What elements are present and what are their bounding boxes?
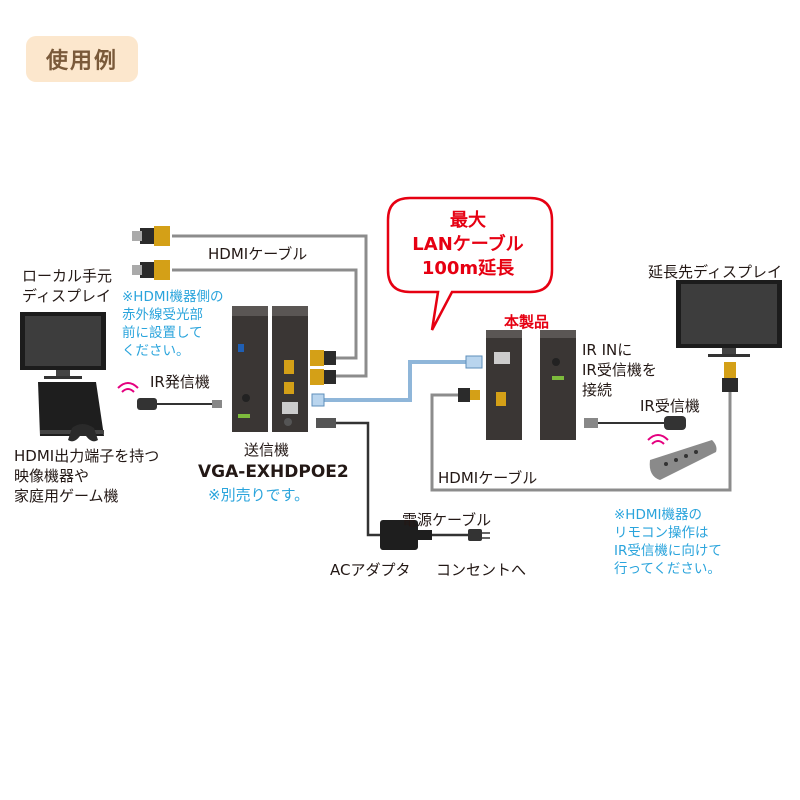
sender-note: ※別売りです。	[208, 486, 310, 504]
hdmi-cable-top-label: HDMIケーブル	[208, 245, 308, 263]
outlet-plug-icon	[468, 529, 490, 541]
source-device-label: HDMI出力端子を持つ 映像機器や 家庭用ゲーム機	[14, 447, 160, 505]
ac-adapter-icon	[380, 520, 432, 550]
this-product-label: 本製品	[504, 313, 550, 331]
power-cable-label: 電源ケーブル	[402, 511, 492, 529]
ir-receiver-icon	[584, 416, 686, 430]
hdmi-plug-sender-2	[310, 369, 336, 385]
local-display-icon	[20, 312, 106, 379]
sender-device-right	[272, 306, 308, 432]
sender-label: 送信機	[244, 441, 290, 459]
speech-bubble	[386, 196, 554, 331]
ir-transmitter-icon	[117, 382, 222, 410]
hdmi-cable-top-1	[172, 234, 368, 378]
remote-control-icon	[647, 434, 717, 480]
local-display-label: ローカル手元 ディスプレイ	[22, 267, 113, 305]
sender-power-plug	[316, 418, 336, 428]
game-console-icon	[38, 382, 104, 436]
ac-adapter-label: ACアダプタ	[330, 561, 411, 579]
hdmi-cable-top-2	[172, 268, 358, 360]
remote-display-icon	[676, 280, 782, 357]
power-cable-sender	[336, 421, 380, 537]
usage-example-badge: 使用例	[26, 36, 138, 82]
sender-device-left	[232, 306, 268, 432]
controller-icon	[68, 424, 98, 442]
ir-receiver-label: IR受信機	[640, 397, 700, 415]
bubble-text: 最大 LANケーブル 100m延長	[412, 210, 524, 279]
lan-plug-sender	[311, 393, 325, 407]
hdmi-cable-bottom-label: HDMIケーブル	[438, 469, 538, 487]
lan-plug-receiver	[465, 355, 483, 369]
receiver-device-left	[486, 330, 522, 440]
hdmi-plug-top-2	[132, 260, 170, 280]
hdmi-plug-receiver	[458, 388, 480, 402]
ir-transmitter-label: IR発信機	[150, 373, 210, 391]
receiver-device-right	[540, 330, 576, 440]
hdmi-plug-top-1	[132, 226, 170, 246]
sender-model-label: VGA-EXHDPOE2	[198, 462, 349, 482]
hdmi-plug-sender-1	[310, 350, 336, 366]
remote-display-label: 延長先ディスプレイ	[648, 263, 782, 281]
hdmi-cable-bottom	[430, 390, 732, 492]
hdmi-plug-display	[722, 362, 738, 392]
ir-install-note: ※HDMI機器側の 赤外線受光部 前に設置して ください。	[122, 289, 224, 359]
outlet-label: コンセントへ	[436, 561, 527, 579]
remote-operation-note: ※HDMI機器の リモコン操作は IR受信機に向けて 行ってください。	[614, 507, 722, 577]
ir-in-label: IR INに IR受信機を 接続	[582, 341, 657, 399]
lan-cable	[318, 360, 470, 402]
